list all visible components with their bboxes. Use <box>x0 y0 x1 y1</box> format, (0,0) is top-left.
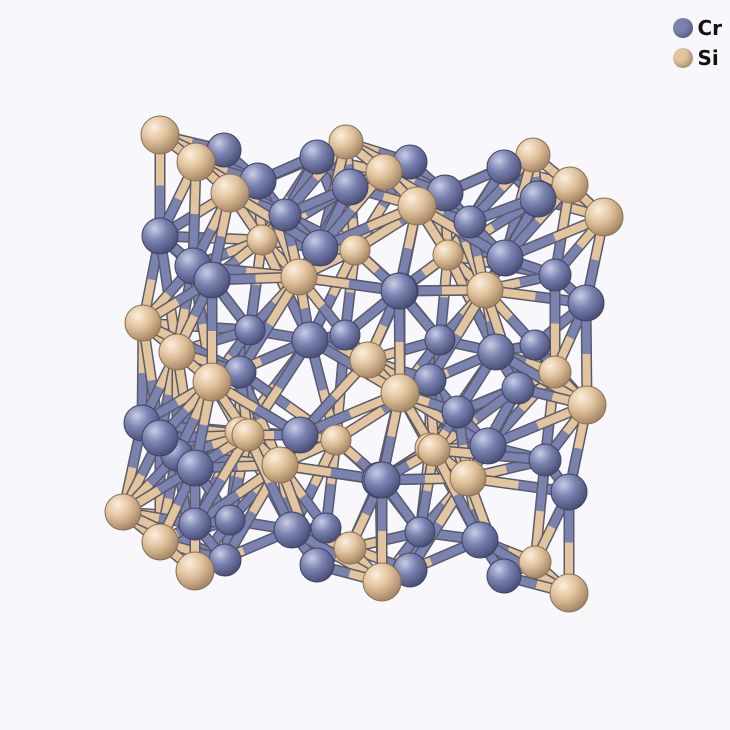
si-atom <box>518 545 552 579</box>
si-atom <box>551 166 589 204</box>
cr-atom <box>538 258 572 292</box>
legend-item-cr: Cr <box>673 16 722 40</box>
cr-atom <box>273 511 311 549</box>
cr-atom <box>299 139 335 175</box>
cr-atom <box>193 261 231 299</box>
si-atom <box>397 186 437 226</box>
cr-atom <box>424 324 456 356</box>
cr-atom <box>178 507 212 541</box>
cr-swatch-icon <box>673 18 694 38</box>
si-atom <box>333 531 367 565</box>
cr-atom <box>567 284 605 322</box>
cr-atom <box>214 504 246 536</box>
legend-item-si: Si <box>673 46 722 70</box>
cr-atom <box>310 512 342 544</box>
cr-atom <box>234 314 266 346</box>
si-atom <box>261 446 299 484</box>
cr-atom <box>501 371 535 405</box>
si-atom <box>538 355 572 389</box>
cr-atom <box>477 333 515 371</box>
cr-atom <box>301 229 339 267</box>
si-atom <box>231 418 265 452</box>
si-atom <box>328 124 364 160</box>
cr-atom <box>469 427 507 465</box>
cr-atom <box>331 168 369 206</box>
si-atom <box>141 523 179 561</box>
si-swatch-icon <box>673 48 694 68</box>
cr-atom <box>329 319 361 351</box>
cr-atom <box>380 272 418 310</box>
element-legend: Cr Si <box>673 16 722 70</box>
si-atom <box>417 433 451 467</box>
cr-atom <box>141 217 179 255</box>
cr-atom <box>404 516 436 548</box>
si-atom <box>339 234 371 266</box>
cr-atom <box>528 443 562 477</box>
si-atom <box>365 153 403 191</box>
cr-atom <box>268 198 302 232</box>
si-atom <box>104 493 142 531</box>
si-atom <box>176 142 216 182</box>
cr-atom <box>519 329 551 361</box>
si-atom <box>362 562 402 602</box>
cr-atom <box>519 180 557 218</box>
si-atom <box>380 373 420 413</box>
si-atom <box>584 197 624 237</box>
cr-atom <box>453 205 487 239</box>
cr-atom <box>291 321 329 359</box>
cr-atom <box>441 395 475 429</box>
si-atom <box>280 258 318 296</box>
si-atom <box>549 573 589 613</box>
si-atom <box>567 385 607 425</box>
cr-atom <box>281 416 319 454</box>
si-atom <box>192 362 232 402</box>
cr-atom <box>141 419 179 457</box>
atoms-layer <box>104 115 624 613</box>
cr-atom <box>550 473 588 511</box>
si-atom <box>320 424 352 456</box>
si-atom <box>210 173 250 213</box>
si-atom <box>140 115 180 155</box>
cr-atom <box>299 547 335 583</box>
cr-atom <box>486 149 522 185</box>
si-atom <box>175 551 215 591</box>
si-atom <box>349 341 387 379</box>
cr-atom <box>176 449 214 487</box>
si-atom <box>432 239 464 271</box>
si-atom <box>158 333 196 371</box>
si-atom <box>246 224 278 256</box>
si-atom <box>449 459 487 497</box>
cr-atom <box>486 239 524 277</box>
cr-atom <box>461 521 499 559</box>
cr-atom <box>486 558 522 594</box>
si-atom <box>466 271 504 309</box>
cr-atom <box>363 461 401 499</box>
si-atom <box>124 304 162 342</box>
legend-label-si: Si <box>697 46 719 70</box>
legend-label-cr: Cr <box>697 16 722 40</box>
